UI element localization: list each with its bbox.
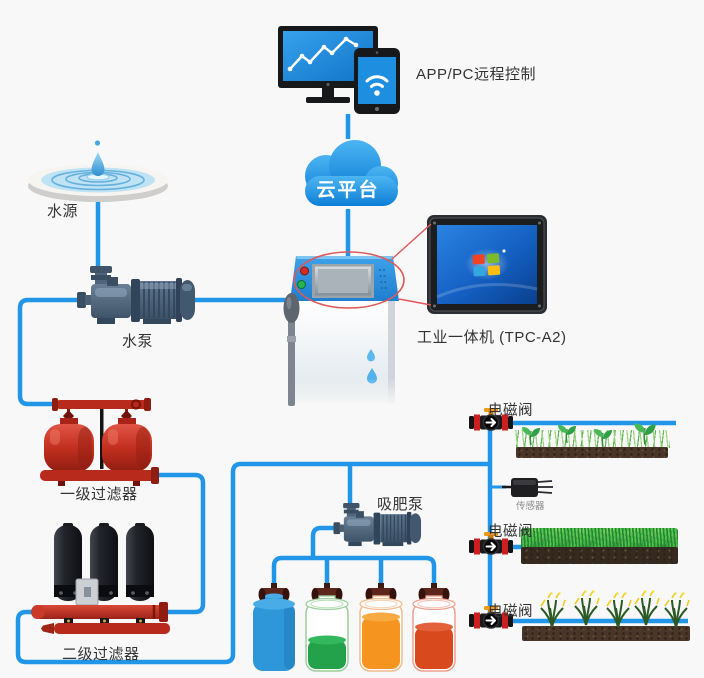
remote-control-label: APP/PC远程控制: [416, 66, 537, 83]
smartphone-icon: [354, 48, 400, 114]
sensor-icon: [502, 478, 553, 497]
industrial-pc-icon: [427, 215, 547, 314]
droplet-icon: [367, 349, 375, 362]
red-button: [300, 266, 309, 276]
water-pump-label: 水泵: [122, 333, 154, 350]
pipe-fertpump-suction: [310, 525, 338, 558]
sprout-icon: [594, 429, 612, 448]
fertilizer-tank-green: [305, 583, 349, 672]
green-button: [297, 280, 306, 289]
grass-texture: [514, 430, 670, 448]
cloud-platform-label: 云平台: [316, 178, 379, 201]
cloud-platform-icon: 云平台: [305, 140, 398, 206]
soil-strip: [521, 547, 678, 564]
primary-filter-icon: [40, 398, 159, 486]
industrial-pc-label: 工业一体机 (TPC-A2): [417, 329, 567, 346]
flower-plant-icon: [664, 592, 690, 628]
water-source-label: 水源: [47, 203, 79, 220]
arrow-right-icon: [485, 616, 496, 625]
soil-strip: [522, 626, 690, 641]
solenoid-valve-2-icon: [469, 532, 513, 555]
arrow-right-icon: [485, 418, 496, 427]
fertilizer-pump-label: 吸肥泵: [377, 496, 424, 513]
fertilizer-tank-blue: [253, 583, 295, 671]
pipe-filter2-to-manifold: [15, 461, 490, 665]
water-source-icon: [28, 140, 168, 202]
windows-logo-icon: [472, 253, 501, 277]
sprout-icon: [522, 427, 540, 446]
pipe-pump-to-filter1: [17, 297, 82, 407]
secondary-filter-icon: [31, 523, 170, 634]
solenoid-valve-3-icon: [469, 606, 513, 629]
solenoid-valve-1-label: 电磁阀: [488, 403, 533, 419]
water-pump-icon: [77, 266, 195, 324]
secondary-filter-label: 二级过滤器: [62, 646, 140, 663]
flower-plant-icon: [540, 592, 566, 628]
pipe-filter1-to-filter2: [154, 472, 206, 615]
fertilizer-tank-orange: [359, 583, 403, 672]
sprout-icon: [558, 425, 576, 444]
fertilizer-tank-red: [412, 583, 456, 672]
soil-strip: [516, 447, 668, 458]
sprout-icon: [634, 423, 656, 445]
field-sprouts: [514, 423, 670, 460]
primary-filter-label: 一级过滤器: [60, 486, 138, 503]
solenoid-valve-3-label: 电磁阀: [488, 604, 533, 620]
solenoid-valve-1-icon: [469, 408, 513, 431]
field-flowers: [520, 590, 692, 642]
flower-plant-icon: [574, 590, 600, 626]
fertilizer-pump-icon: [333, 503, 422, 547]
sensor-label: 传感器: [516, 501, 545, 512]
field-grass: [521, 528, 678, 565]
grass-texture: [521, 528, 678, 548]
wifi-icon: [365, 75, 389, 88]
solenoid-valve-2-label: 电磁阀: [488, 524, 533, 540]
pipe-tank-manifold: [271, 555, 437, 586]
flower-plant-icon: [606, 592, 632, 628]
arrow-right-icon: [485, 542, 496, 551]
control-cabinet: [283, 256, 399, 406]
flower-plant-icon: [634, 590, 660, 626]
